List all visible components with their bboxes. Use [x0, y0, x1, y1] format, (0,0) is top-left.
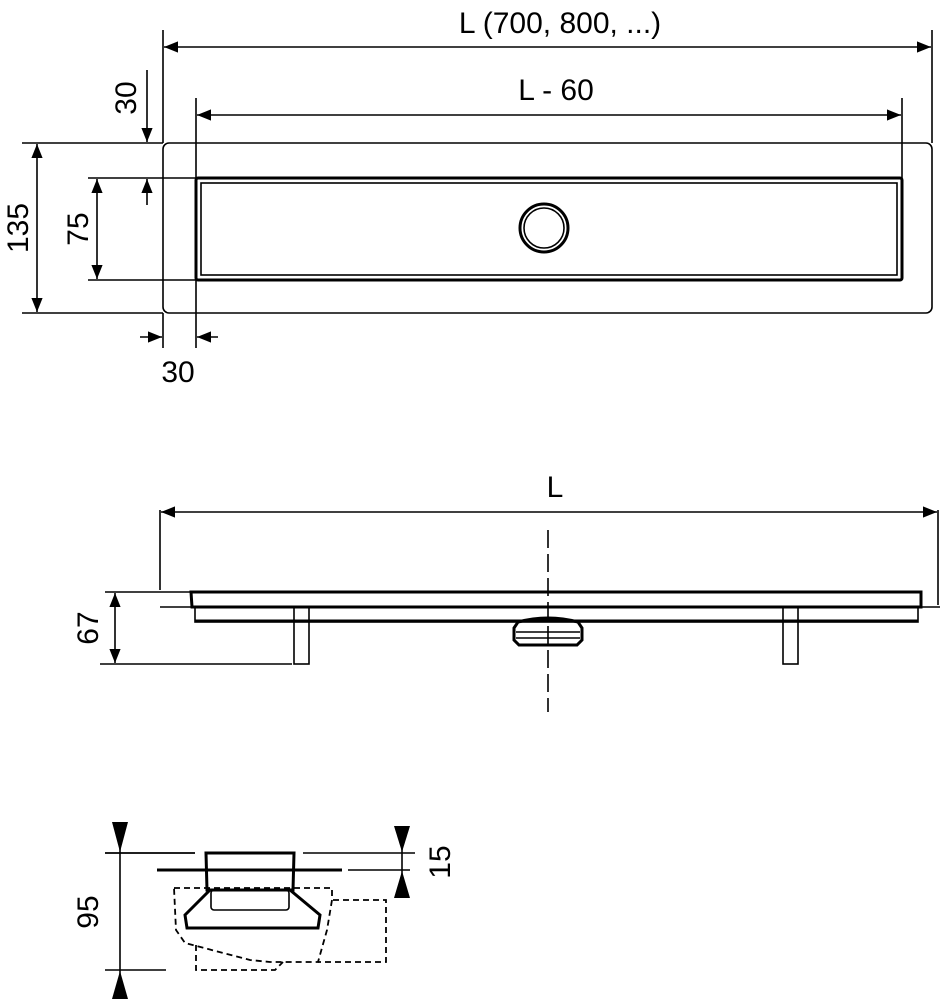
- dim-section-height-label: 95: [72, 895, 105, 928]
- channel-plate: [189, 590, 923, 609]
- dim-flange-label: 15: [424, 845, 457, 878]
- channel-outline: [162, 142, 933, 314]
- funnel: [183, 888, 322, 930]
- dim-side-length-label: L: [547, 471, 564, 504]
- drain-outlet-circle: [518, 202, 570, 254]
- dim-grate-length-label: L - 60: [518, 74, 594, 107]
- side-view: L 67: [72, 471, 940, 712]
- arrow-95-top: [112, 822, 128, 852]
- dim-length-label: L (700, 800, ...): [459, 7, 661, 40]
- support-leg-left: [293, 606, 310, 665]
- support-leg-right: [782, 606, 799, 665]
- siphon-body-dashed: [173, 887, 333, 963]
- top-view: L (700, 800, ...) L - 60 135 75 30 30: [2, 7, 933, 389]
- drain-outlet-side: [512, 616, 584, 647]
- dim-grate-width-label: 75: [62, 212, 95, 245]
- grate-outline: [194, 176, 904, 282]
- dim-margin-top-label: 30: [110, 81, 143, 114]
- grate-insert: [204, 851, 296, 892]
- dim-width-label: 135: [2, 203, 35, 253]
- arrow-95-bottom: [112, 971, 128, 999]
- dim-margin-side-label: 30: [161, 356, 194, 389]
- section-view: 95 15: [72, 822, 457, 999]
- dim-side-height-label: 67: [72, 611, 105, 644]
